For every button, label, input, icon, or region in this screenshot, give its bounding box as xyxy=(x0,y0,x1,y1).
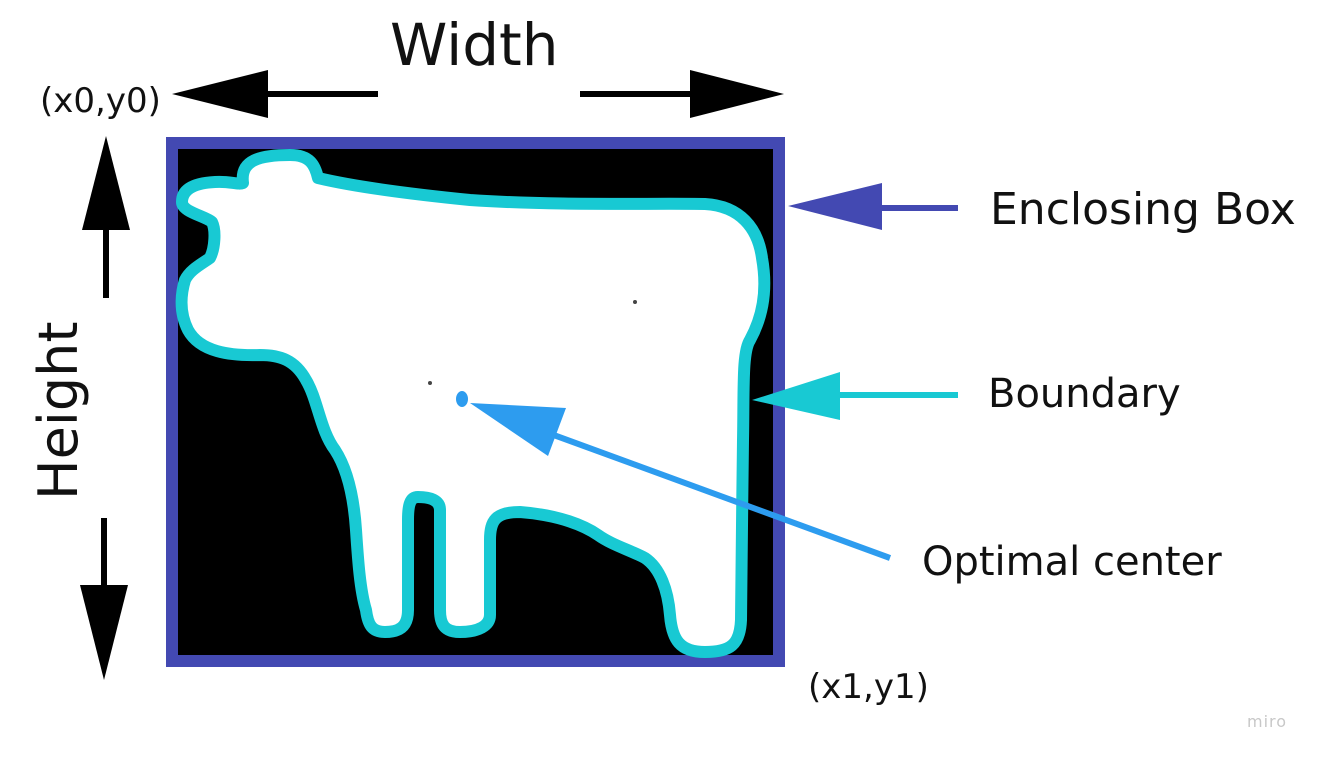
height-label: Height xyxy=(27,321,90,500)
width-arrow xyxy=(172,70,784,118)
origin-coordinate-label: (x0,y0) xyxy=(40,81,161,121)
end-coordinate-label: (x1,y1) xyxy=(808,667,929,707)
height-arrow xyxy=(80,136,130,680)
noise-speck xyxy=(633,300,637,304)
boundary-label: Boundary xyxy=(988,371,1181,417)
enclosing-box-pointer xyxy=(788,183,958,230)
boundary-pointer xyxy=(752,372,958,420)
optimal-center-label: Optimal center xyxy=(922,539,1222,585)
width-label: Width xyxy=(390,11,559,79)
enclosing-box-label: Enclosing Box xyxy=(990,184,1296,235)
optimal-center-point xyxy=(456,391,468,407)
miro-watermark: miro xyxy=(1247,712,1288,731)
optimal-center-pointer xyxy=(470,403,892,561)
noise-speck xyxy=(428,381,432,385)
